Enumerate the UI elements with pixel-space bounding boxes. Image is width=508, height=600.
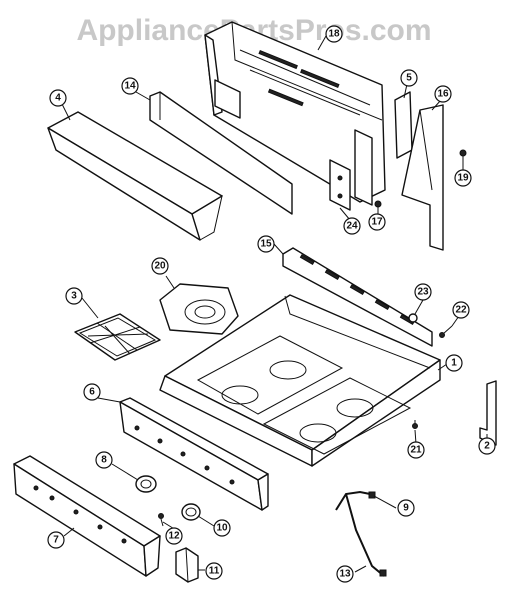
callout-15: 15 [257, 235, 275, 253]
callout-label: 18 [328, 29, 340, 40]
callout-label: 6 [89, 387, 95, 398]
callout-6: 6 [83, 383, 101, 401]
callout-label: 2 [484, 441, 490, 452]
part-trim-panel[interactable] [47, 111, 223, 241]
part-gas-tube[interactable] [335, 490, 387, 577]
callout-label: 24 [346, 221, 358, 232]
callout-circle [257, 235, 275, 253]
callout-3: 3 [65, 287, 83, 305]
callout-circle [445, 354, 463, 372]
callout-label: 10 [216, 523, 228, 534]
callout-circle [434, 85, 452, 103]
part-backguard[interactable] [204, 21, 386, 206]
callout-circle [414, 283, 432, 301]
callout-circle [397, 499, 415, 517]
callout-label: 19 [457, 173, 469, 184]
callout-circle [454, 169, 472, 187]
callout-circle [65, 287, 83, 305]
callout-5: 5 [400, 69, 418, 87]
callout-8: 8 [95, 451, 113, 469]
callout-circle [478, 437, 496, 455]
callout-label: 22 [455, 305, 467, 316]
callout-circle [47, 531, 65, 549]
part-manifold-panel[interactable] [13, 455, 161, 577]
callout-label: 23 [417, 287, 429, 298]
part-end-cap[interactable] [401, 104, 444, 251]
callout-circle [213, 519, 231, 537]
callout-circle [368, 213, 386, 231]
callout-circle [49, 89, 67, 107]
callout-circle [325, 25, 343, 43]
callout-7: 7 [47, 531, 65, 549]
part-vent-trim[interactable] [282, 247, 433, 347]
callout-2: 2 [478, 437, 496, 455]
part-screw-21[interactable] [412, 420, 418, 429]
callout-4: 4 [49, 89, 67, 107]
part-clip[interactable] [158, 513, 164, 527]
callout-label: 5 [406, 73, 412, 84]
callout-10: 10 [213, 519, 231, 537]
part-knob-8[interactable] [135, 475, 157, 493]
callout-22: 22 [452, 301, 470, 319]
callout-label: 8 [101, 455, 107, 466]
callout-label: 21 [410, 445, 422, 456]
callout-label: 7 [53, 535, 59, 546]
part-grommet[interactable] [408, 313, 418, 323]
callout-13: 13 [336, 565, 354, 583]
callout-circle [121, 77, 139, 95]
callout-23: 23 [414, 283, 432, 301]
callout-circle [407, 441, 425, 459]
part-bracket[interactable] [329, 159, 351, 211]
callout-20: 20 [151, 257, 169, 275]
part-screw-22[interactable] [439, 325, 453, 338]
callout-label: 12 [168, 531, 180, 542]
part-knob-10[interactable] [181, 503, 201, 521]
callout-16: 16 [434, 85, 452, 103]
callout-label: 17 [371, 217, 383, 228]
callout-14: 14 [121, 77, 139, 95]
callout-circle [205, 562, 223, 580]
callout-1: 1 [445, 354, 463, 372]
callout-label: 13 [339, 569, 351, 580]
part-block[interactable] [175, 547, 199, 583]
callout-circle [336, 565, 354, 583]
callout-label: 1 [451, 358, 457, 369]
callout-circle [400, 69, 418, 87]
callout-circle [151, 257, 169, 275]
part-screw-19[interactable] [459, 149, 467, 164]
part-cooktop[interactable] [159, 294, 441, 467]
callout-9: 9 [397, 499, 415, 517]
callout-17: 17 [368, 213, 386, 231]
callout-21: 21 [407, 441, 425, 459]
part-burner-pan[interactable] [159, 283, 239, 335]
callout-circle [452, 301, 470, 319]
callout-11: 11 [205, 562, 223, 580]
part-side-trim[interactable] [479, 380, 497, 446]
part-control-panel[interactable] [119, 397, 269, 511]
callout-label: 20 [154, 261, 166, 272]
callout-label: 4 [55, 93, 61, 104]
part-grate[interactable] [74, 313, 161, 361]
callout-19: 19 [454, 169, 472, 187]
callout-label: 3 [71, 291, 77, 302]
callout-circle [165, 527, 183, 545]
callout-circle [83, 383, 101, 401]
callout-label: 14 [124, 81, 136, 92]
callout-18: 18 [325, 25, 343, 43]
callout-label: 16 [437, 89, 449, 100]
callout-24: 24 [343, 217, 361, 235]
part-igniter[interactable] [368, 491, 376, 499]
callout-label: 11 [209, 566, 220, 577]
callout-circle [343, 217, 361, 235]
part-heat-shield[interactable] [149, 91, 293, 215]
callout-12: 12 [165, 527, 183, 545]
callout-label: 15 [260, 239, 272, 250]
callout-circle [95, 451, 113, 469]
part-end-bracket[interactable] [394, 91, 413, 159]
callout-label: 9 [403, 503, 409, 514]
